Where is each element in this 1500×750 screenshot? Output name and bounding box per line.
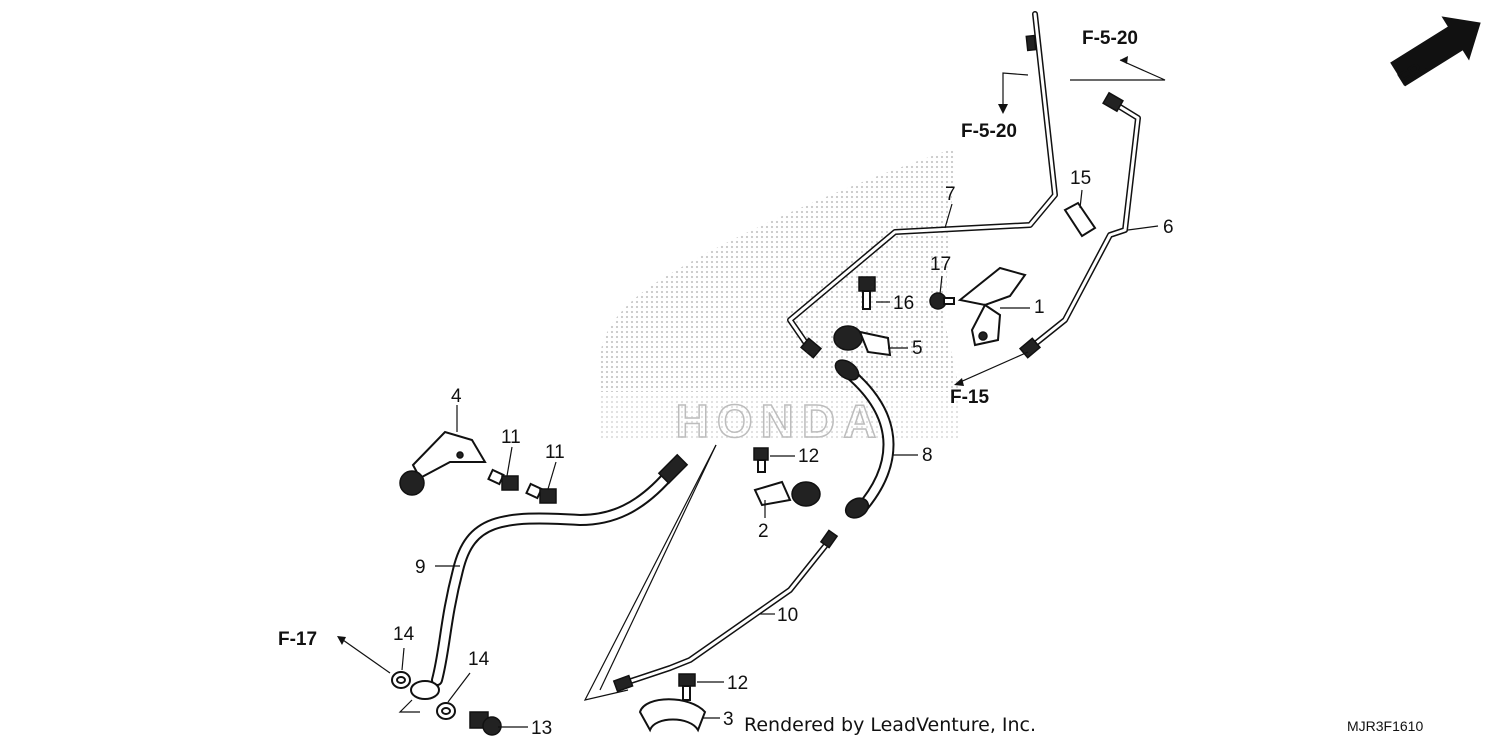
callout-1: 1: [1034, 297, 1045, 318]
callout-17: 17: [930, 254, 951, 275]
part-11-bolt-a: [487, 468, 519, 491]
part-5-clamp: [833, 325, 892, 357]
callout-4: 4: [451, 386, 462, 407]
footer-credit: Rendered by LeadVenture, Inc.: [744, 714, 1036, 736]
callout-3: 3: [723, 709, 734, 730]
diagram-code: MJR3F1610: [1347, 718, 1423, 734]
part-15-grommet: [1063, 201, 1097, 238]
callout-9: 9: [415, 557, 426, 578]
callout-13: 13: [531, 718, 552, 739]
callout-14b: 14: [468, 649, 490, 670]
part-3-clamp: [638, 698, 707, 733]
ref-f17[interactable]: F-17: [278, 629, 317, 650]
part-17-bolt: [929, 292, 955, 310]
front-direction-arrow-icon: [1390, 16, 1481, 87]
honda-wing-watermark: HONDA: [600, 148, 960, 448]
callout-2: 2: [758, 521, 769, 542]
pipe-6: [1018, 91, 1141, 359]
part-14-washer-upper: [391, 671, 411, 689]
callout-6: 6: [1163, 217, 1174, 238]
hose-8: [834, 359, 895, 519]
callout-10: 10: [777, 605, 798, 626]
callout-leaders: [337, 56, 1166, 728]
callout-5: 5: [912, 338, 923, 359]
ref-f5-20-top[interactable]: F-5-20: [1082, 28, 1138, 49]
ref-f5-20-middle[interactable]: F-5-20: [961, 121, 1017, 142]
part-13-banjo-bolt: [469, 711, 502, 736]
pipe-10: [612, 529, 839, 693]
callout-14a: 14: [393, 624, 415, 645]
callout-16: 16: [893, 293, 914, 314]
part-12-bolt-upper: [753, 447, 769, 473]
watermark-text: HONDA: [676, 395, 885, 447]
callout-12a: 12: [798, 446, 819, 467]
callout-8: 8: [922, 445, 933, 466]
pipe-7: [787, 11, 1058, 359]
callout-12b: 12: [727, 673, 748, 694]
part-16-bolt: [858, 276, 876, 310]
part-1-bracket: [957, 266, 1027, 347]
hose-9: [398, 453, 689, 713]
callout-11a: 11: [501, 427, 521, 448]
part-12-bolt-lower: [678, 673, 696, 701]
part-4-bracket: [399, 430, 487, 496]
part-14-washer-lower: [436, 702, 456, 720]
leader-v-lines: [583, 444, 717, 701]
ref-f15[interactable]: F-15: [950, 387, 990, 408]
part-11-bolt-b: [525, 482, 557, 504]
callout-11b: 11: [545, 442, 565, 463]
part-2-clamp: [753, 480, 821, 507]
callout-15: 15: [1070, 168, 1091, 189]
callout-7: 7: [945, 184, 956, 205]
